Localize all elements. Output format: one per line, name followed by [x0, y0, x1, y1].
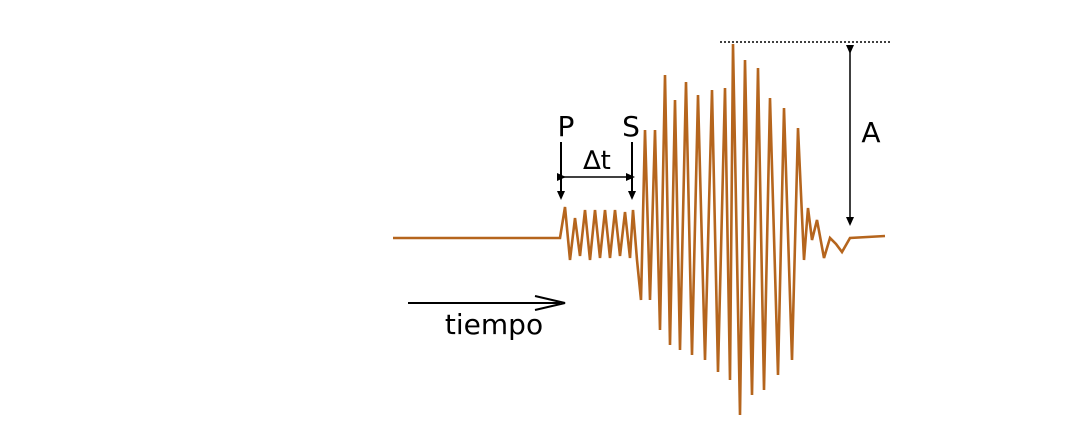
- delta-t-label: ∆t: [582, 146, 611, 176]
- amplitude-label: A: [861, 116, 880, 149]
- p-wave-label: P: [558, 110, 575, 143]
- time-axis-label: tiempo: [445, 308, 543, 341]
- time-axis-arrowhead: [534, 295, 566, 311]
- seismogram-trace: [393, 43, 886, 416]
- s-wave-label: S: [622, 110, 640, 143]
